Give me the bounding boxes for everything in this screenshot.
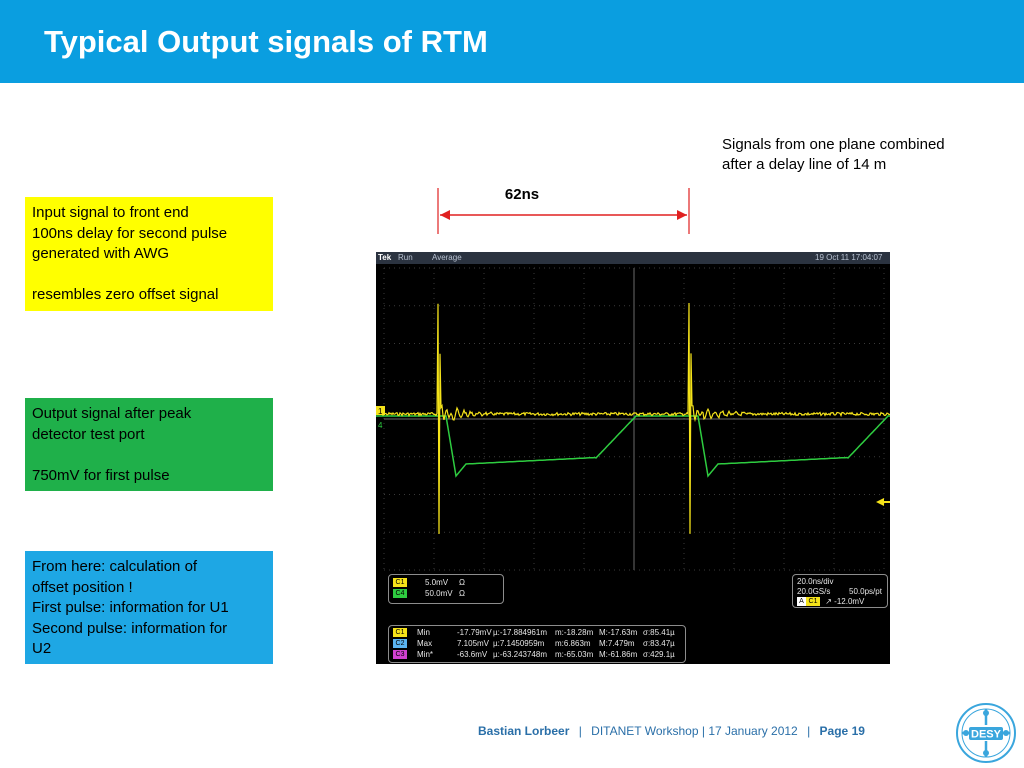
delay-note-line2: after a delay line of 14 m	[722, 156, 887, 173]
delay-note: Signals from one plane combined after a …	[722, 135, 1002, 175]
scope-acq-mode: Average	[432, 253, 462, 262]
channel-row-c1: C1 5.0mV Ω	[393, 578, 465, 588]
slide-footer: Bastian Lorbeer | DITANET Workshop | 17 …	[478, 724, 865, 738]
channel-1-trace	[376, 302, 890, 535]
footer-separator: |	[807, 724, 811, 738]
calculation-line: From here: calculation of	[32, 558, 198, 575]
footer-page: Page 19	[819, 724, 865, 738]
scope-status-bar: Tek Run Average 19 Oct 11 17:04:07	[376, 252, 890, 264]
timebase-div: 20.0ns/div	[797, 577, 834, 586]
slide-title: Typical Output signals of RTM	[44, 24, 488, 59]
input-signal-box: Input signal to front end 100ns delay for…	[25, 197, 273, 311]
oscilloscope-screenshot: Tek Run Average 19 Oct 11 17:04:07 1 4 C…	[376, 252, 890, 664]
output-signal-line: detector test port	[32, 425, 145, 443]
trigger-level-arrow-icon	[876, 498, 884, 506]
calculation-line: U2	[32, 640, 52, 657]
calculation-box: From here: calculation of offset position…	[25, 551, 273, 664]
channel-row-c4: C4 50.0mV Ω	[393, 589, 465, 599]
input-signal-line: 100ns delay for second pulse	[32, 224, 228, 242]
channel-scale-panel: C1 5.0mV Ω C4 50.0mV Ω	[388, 574, 504, 604]
title-bar: Typical Output signals of RTM	[0, 0, 1024, 83]
input-signal-line: generated with AWG	[32, 245, 170, 262]
svg-text:1: 1	[378, 407, 383, 416]
scope-brand: Tek	[378, 253, 392, 262]
input-signal-line	[32, 265, 266, 286]
output-signal-line	[32, 445, 266, 466]
output-signal-line: 750mV for first pulse	[32, 466, 170, 484]
footer-separator: |	[578, 724, 582, 738]
input-signal-line: resembles zero offset signal	[32, 286, 219, 303]
calculation-line: offset position !	[32, 578, 133, 596]
scope-timestamp: 19 Oct 11 17:04:07	[815, 253, 883, 262]
desy-logo-icon: DESY	[956, 703, 1016, 763]
delay-note-line1: Signals from one plane combined	[722, 136, 945, 153]
scope-graticule	[383, 267, 885, 571]
output-signal-line: Output signal after peak	[32, 405, 192, 422]
calculation-line: First pulse: information for U1	[32, 599, 229, 616]
trigger-level-tick	[884, 501, 890, 503]
calculation-line: Second pulse: information for	[32, 619, 228, 637]
scope-run-state: Run	[398, 253, 413, 262]
delay-measure-label: 62ns	[504, 186, 540, 203]
channel-1-marker: 1	[376, 406, 385, 416]
delay-arrow-icon	[437, 188, 690, 234]
channel-4-trace	[376, 415, 890, 478]
sample-rate-row: 20.0GS/s 50.0ps/pt	[797, 587, 882, 596]
input-signal-line: Input signal to front end	[32, 204, 189, 221]
output-signal-box: Output signal after peak detector test po…	[25, 398, 273, 491]
footer-event: DITANET Workshop | 17 January 2012	[591, 724, 798, 738]
scope-waveform-display: 1 4	[376, 267, 890, 571]
svg-text:DESY: DESY	[971, 729, 1002, 741]
footer-author: Bastian Lorbeer	[478, 724, 570, 738]
channel-4-marker: 4	[378, 421, 383, 430]
